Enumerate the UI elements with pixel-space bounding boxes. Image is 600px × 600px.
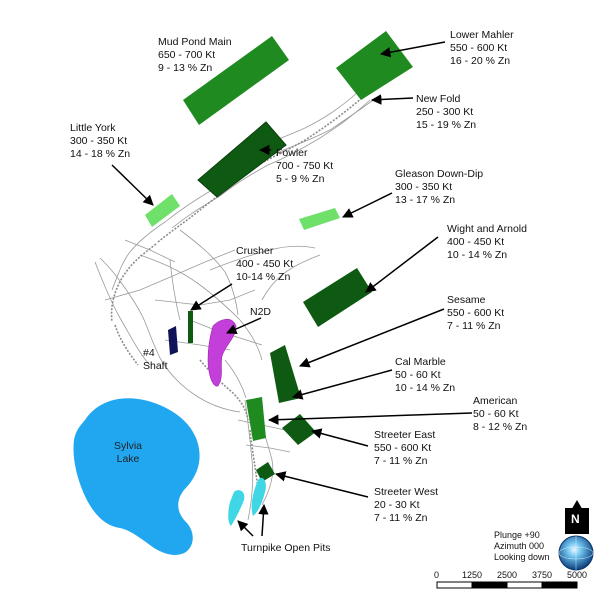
scale-tick-3750: 3750 — [532, 570, 553, 580]
deposit-tonnage: 400 - 450 Kt — [447, 236, 505, 248]
deposit-tonnage: 300 - 350 Kt — [395, 181, 453, 193]
deposit-name: Cal Marble — [395, 356, 446, 368]
plunge-text: Plunge +90 — [494, 530, 540, 540]
cal-marble-block — [246, 397, 266, 441]
wight-and-arnold-block — [303, 268, 372, 327]
scale-bar — [436, 581, 578, 589]
looking-text: Looking down — [494, 552, 550, 562]
scale-tick-1250: 1250 — [462, 570, 483, 580]
lake-name-line2: Lake — [116, 453, 140, 465]
deposit-grade: 7 - 11 % Zn — [447, 320, 501, 332]
label-sylvia-lake: Sylvia Lake — [106, 440, 150, 466]
deposit-name: Fowler — [276, 147, 308, 159]
sesame-block — [270, 345, 301, 403]
north-letter: N — [571, 512, 580, 526]
azimuth-text: Azimuth 000 — [494, 541, 545, 551]
deposit-tonnage: 20 - 30 Kt — [374, 499, 420, 511]
sylvia-lake — [73, 398, 200, 555]
deposit-tonnage: 650 - 700 Kt — [158, 49, 216, 61]
deposit-name: American — [473, 395, 518, 407]
deposit-blocks — [145, 31, 413, 482]
deposit-name: Streeter East — [374, 429, 436, 441]
deposit-grade: 8 - 12 % Zn — [473, 421, 528, 433]
deposit-tonnage: 50 - 60 Kt — [473, 408, 519, 420]
deposit-grade: 10 - 14 % Zn — [447, 249, 508, 261]
deposit-tonnage: 550 - 600 Kt — [447, 307, 505, 319]
deposit-tonnage: 300 - 350 Kt — [70, 135, 128, 147]
shaft-4-block — [168, 326, 178, 355]
label-sesame: Sesame 550 - 600 Kt 7 - 11 % Zn — [447, 294, 504, 333]
label-streeter-east: Streeter East 550 - 600 Kt 7 - 11 % Zn — [374, 429, 435, 468]
deposit-name: New Fold — [416, 93, 461, 105]
deposit-grade: 5 - 9 % Zn — [276, 173, 325, 185]
label-mud-pond-main: Mud Pond Main 650 - 700 Kt 9 - 13 % Zn — [158, 36, 232, 75]
deposit-tonnage: 550 - 600 Kt — [374, 442, 432, 454]
scale-tick-0: 0 — [434, 570, 440, 580]
shaft-number: #4 — [143, 347, 155, 359]
deposit-grade: 15 - 19 % Zn — [416, 119, 477, 131]
deposit-name: Lower Mahler — [450, 29, 514, 41]
label-new-fold: New Fold 250 - 300 Kt 15 - 19 % Zn — [416, 93, 476, 132]
deposit-tonnage: 250 - 300 Kt — [416, 106, 474, 118]
deposit-grade: 16 - 20 % Zn — [450, 55, 511, 67]
label-cal-marble: Cal Marble 50 - 60 Kt 10 - 14 % Zn — [395, 356, 455, 395]
deposit-name: Streeter West — [374, 486, 438, 498]
label-american: American 50 - 60 Kt 8 - 12 % Zn — [473, 395, 527, 434]
scale-tick-5000: 5000 — [567, 570, 588, 580]
deposit-name: Crusher — [236, 245, 274, 257]
lake-name-line1: Sylvia — [113, 440, 142, 452]
label-crusher: Crusher 400 - 450 Kt 10-14 % Zn — [236, 245, 293, 284]
label-wight-and-arnold: Wight and Arnold 400 - 450 Kt 10 - 14 % … — [447, 223, 527, 262]
deposit-tonnage: 700 - 750 Kt — [276, 160, 334, 172]
streeter-west-block — [256, 462, 275, 482]
deposit-name: Sesame — [447, 294, 486, 306]
deposit-name: Little York — [70, 122, 116, 134]
deposit-grade: 13 - 17 % Zn — [395, 194, 456, 206]
label-streeter-west: Streeter West 20 - 30 Kt 7 - 11 % Zn — [374, 486, 438, 525]
deposit-tonnage: 50 - 60 Kt — [395, 369, 441, 381]
label-n2d: N2D — [250, 306, 272, 318]
deposit-tonnage: 400 - 450 Kt — [236, 258, 294, 270]
gleason-down-dip-block — [299, 208, 340, 230]
north-arrow-icon — [565, 500, 589, 534]
deposit-grade: 10-14 % Zn — [236, 271, 291, 283]
deposit-name: Mud Pond Main — [158, 36, 232, 48]
label-little-york: Little York 300 - 350 Kt 14 - 18 % Zn — [70, 122, 130, 161]
shaft-word: Shaft — [143, 360, 168, 372]
little-york-block — [145, 194, 180, 227]
n2d-orebody — [207, 318, 237, 387]
deposit-name: Gleason Down-Dip — [395, 168, 484, 180]
fowler-block — [197, 121, 287, 198]
view-orientation: Plunge +90 Azimuth 000 Looking down — [494, 530, 550, 563]
crusher-block — [188, 311, 193, 343]
lower-mahler-block — [336, 31, 413, 100]
turnpike-pit-west — [228, 490, 245, 526]
deposit-grade: 10 - 14 % Zn — [395, 382, 456, 394]
globe-icon — [558, 535, 594, 571]
deposit-grade: 7 - 11 % Zn — [374, 455, 428, 467]
label-shaft: #4 Shaft — [143, 347, 168, 373]
label-lower-mahler: Lower Mahler 550 - 600 Kt 16 - 20 % Zn — [450, 29, 514, 68]
deposit-tonnage: 550 - 600 Kt — [450, 42, 508, 54]
leader-arrows — [111, 41, 473, 537]
label-gleason-down-dip: Gleason Down-Dip 300 - 350 Kt 13 - 17 % … — [395, 168, 483, 207]
label-fowler: Fowler 700 - 750 Kt 5 - 9 % Zn — [276, 147, 333, 186]
label-turnpike-open-pits: Turnpike Open Pits — [241, 542, 331, 554]
american-block — [282, 414, 316, 445]
deposit-grade: 14 - 18 % Zn — [70, 148, 131, 160]
deposit-grade: 7 - 11 % Zn — [374, 512, 428, 524]
deposit-name: Wight and Arnold — [447, 223, 527, 235]
mud-pond-main-block — [183, 36, 289, 125]
turnpike-pit-east — [251, 477, 266, 516]
deposit-grade: 9 - 13 % Zn — [158, 62, 213, 74]
scale-tick-2500: 2500 — [497, 570, 518, 580]
